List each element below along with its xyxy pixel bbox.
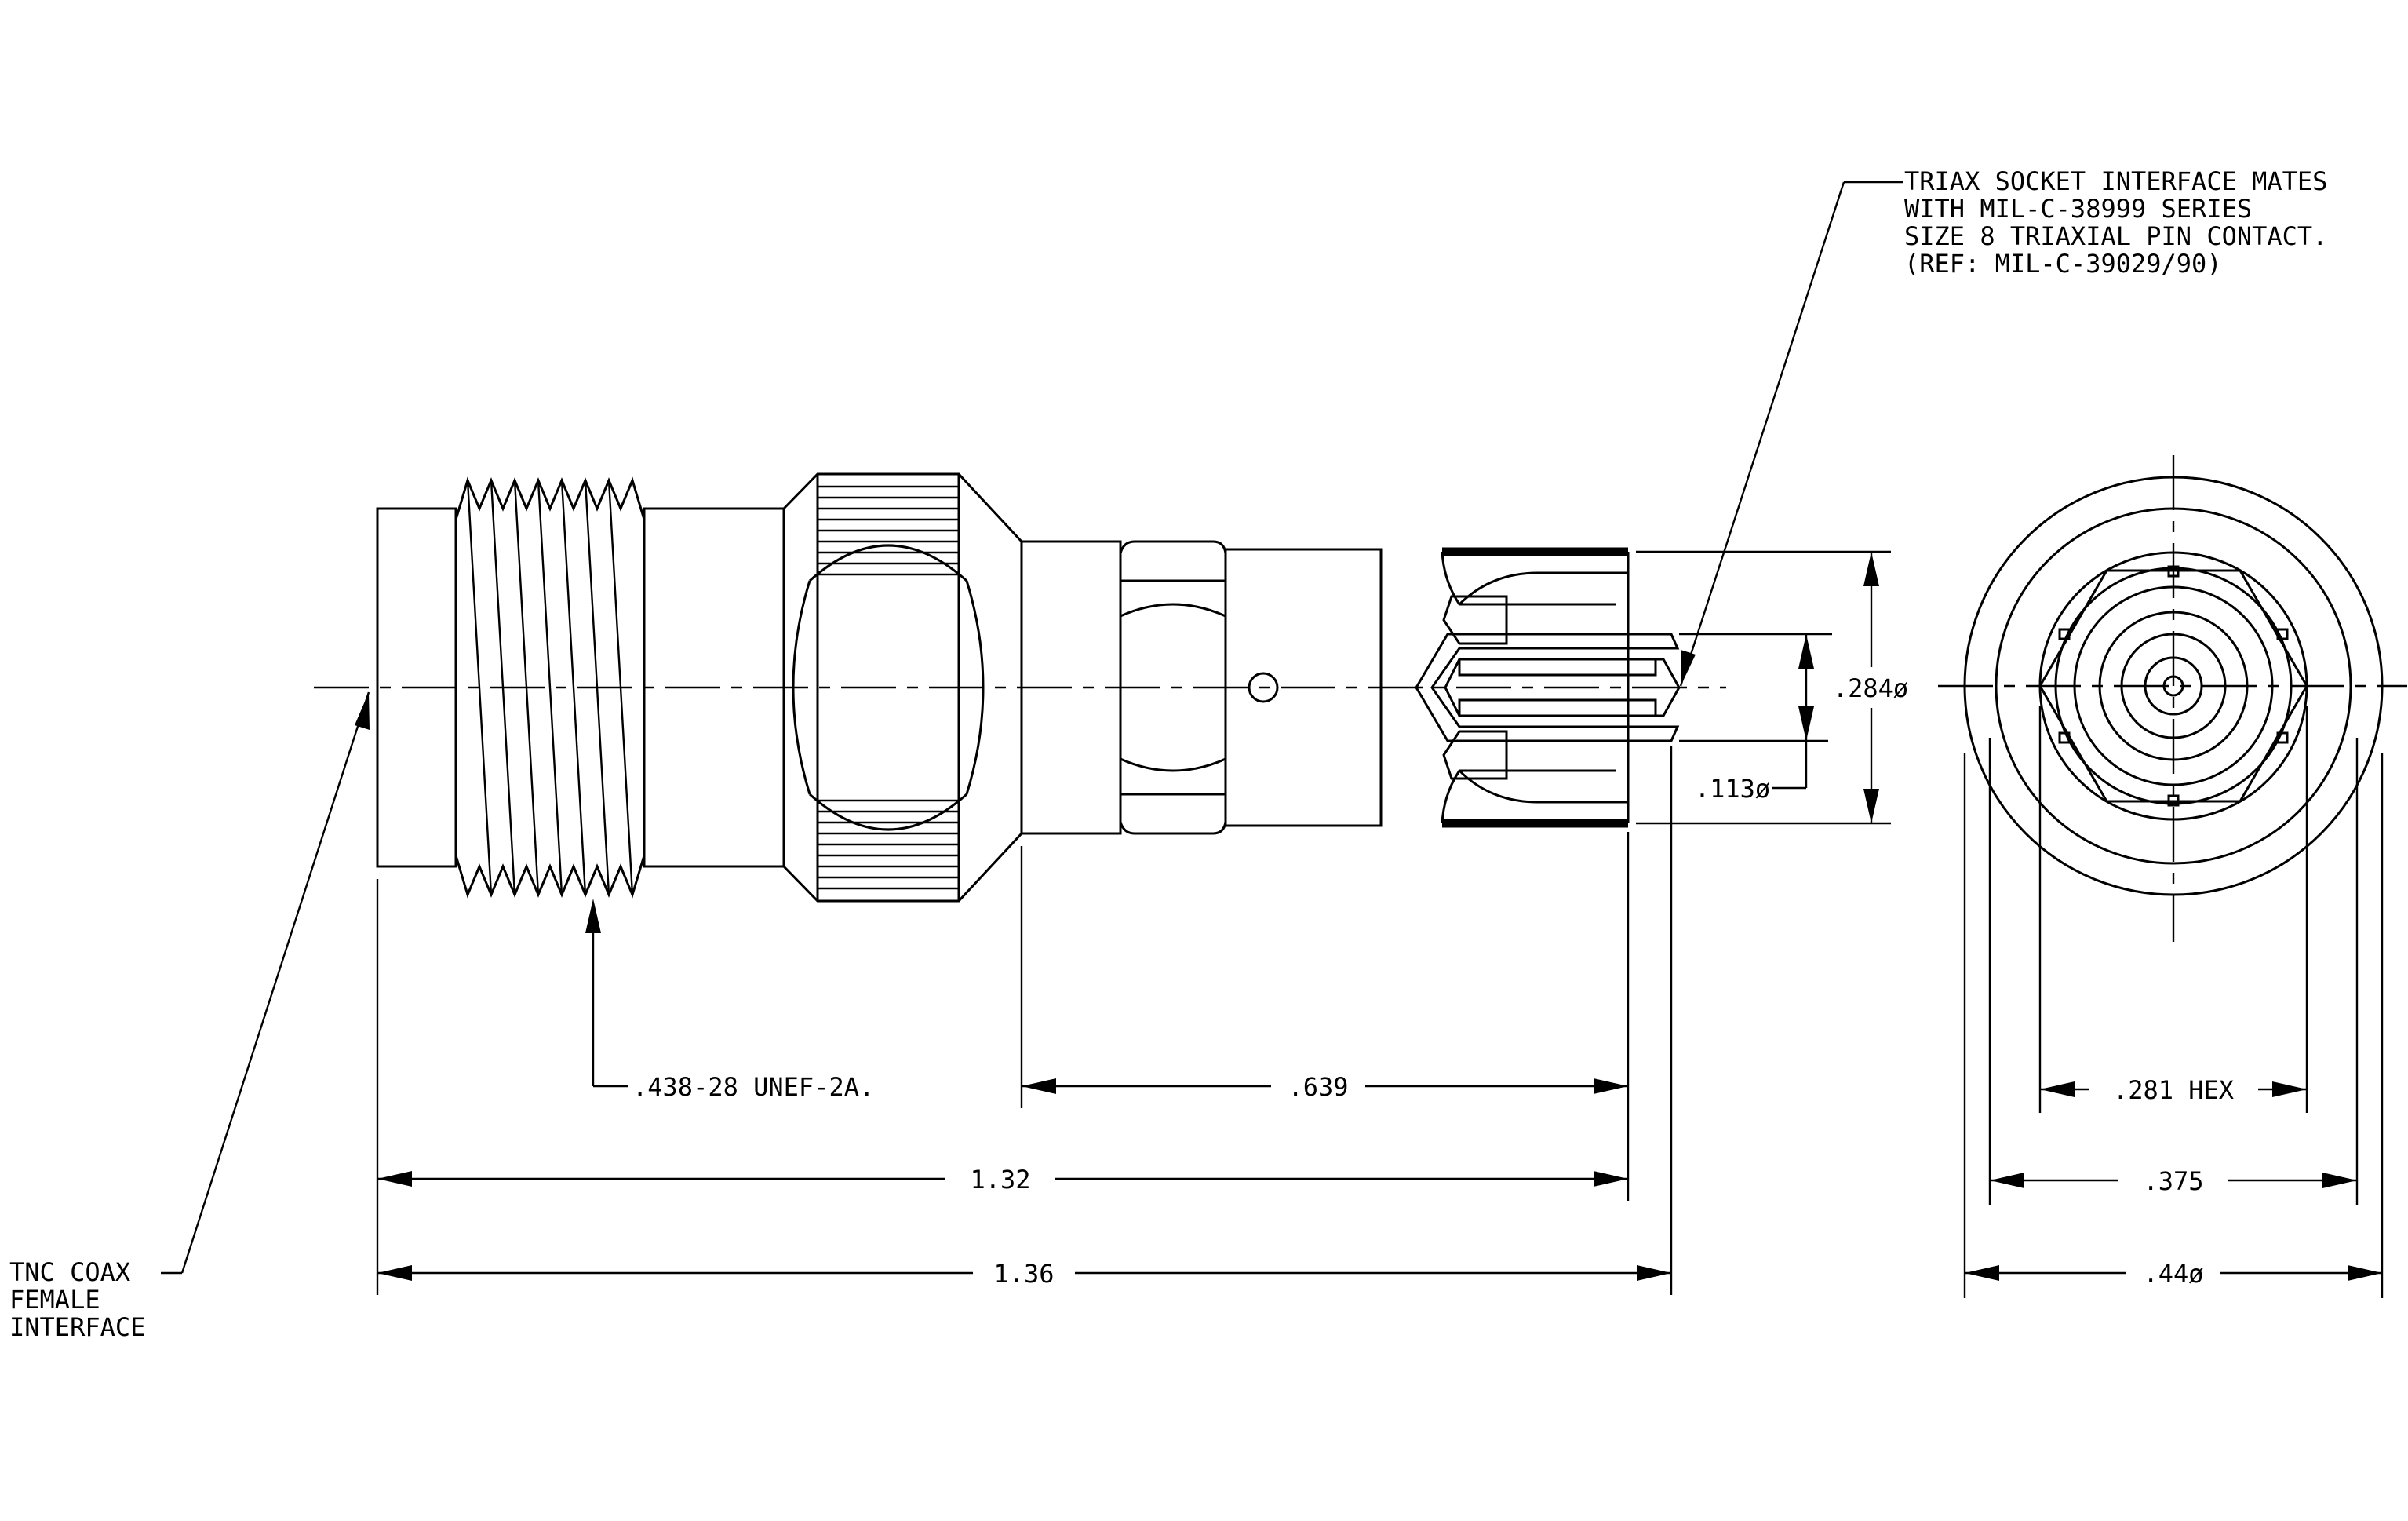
thread-note: .438-28 UNEF-2A. bbox=[632, 1072, 874, 1102]
triax-note-line-3: SIZE 8 TRIAXIAL PIN CONTACT. bbox=[1904, 221, 2327, 251]
dim-136-label: 1.36 bbox=[993, 1259, 1054, 1289]
tnc-note-line-3: INTERFACE bbox=[9, 1312, 145, 1342]
dimensions: .639 1.32 1.36 .284ø .113ø bbox=[376, 550, 2384, 1298]
vent-hole bbox=[1248, 672, 1279, 703]
dim-44-label: .44ø bbox=[2143, 1259, 2203, 1289]
end-view bbox=[1938, 455, 2407, 942]
dim-132-label: 1.32 bbox=[970, 1165, 1030, 1195]
dim-281-label: .281 HEX bbox=[2113, 1075, 2234, 1105]
dim-284-label: .284ø bbox=[1833, 673, 1908, 703]
triax-note-line-1: TRIAX SOCKET INTERFACE MATES bbox=[1904, 166, 2327, 196]
dim-639-label: .639 bbox=[1288, 1072, 1348, 1102]
triax-note-line-4: (REF: MIL-C-39029/90) bbox=[1904, 249, 2222, 279]
tnc-note-line-2: FEMALE bbox=[9, 1285, 100, 1315]
tnc-note-line-1: TNC COAX bbox=[9, 1257, 130, 1287]
notes: .438-28 UNEF-2A. TNC COAX FEMALE INTERFA… bbox=[9, 166, 2327, 1342]
hex-nut bbox=[1119, 540, 1227, 835]
dim-375-label: .375 bbox=[2143, 1166, 2203, 1196]
coupling-nut bbox=[782, 472, 1023, 903]
dim-113-label: .113ø bbox=[1695, 774, 1770, 804]
side-view bbox=[314, 472, 1726, 903]
triax-note-line-2: WITH MIL-C-38999 SERIES bbox=[1904, 194, 2252, 224]
